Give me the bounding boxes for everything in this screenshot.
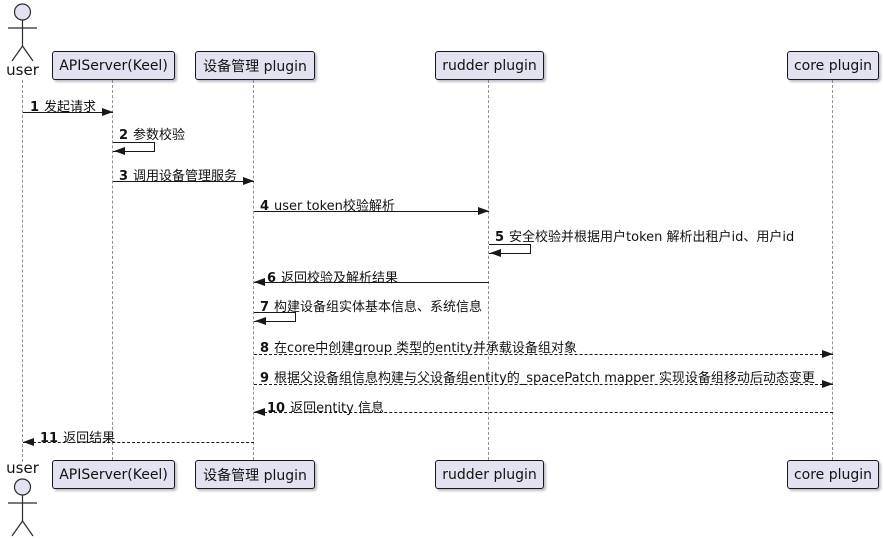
message-11-line	[23, 442, 254, 443]
message-3-text: 调用设备管理服务	[133, 169, 238, 184]
actor-user-label-bottom: user	[6, 459, 39, 477]
lifeline-user	[22, 80, 23, 462]
message-4-line	[254, 211, 489, 212]
message-7-arrowhead-icon	[255, 317, 266, 325]
message-9-arrowhead-icon	[822, 380, 833, 388]
message-8-text: 在core中创建group 类型的entity并承载设备组对象	[274, 341, 577, 356]
message-7-label: 7 构建设备组实体基本信息、系统信息	[260, 296, 482, 315]
message-5-arrowhead-icon	[490, 249, 501, 257]
participant-device-mgmt-top: 设备管理 plugin	[195, 51, 315, 80]
message-5-self-loop	[489, 244, 531, 254]
lifeline-device-mgmt-plugin	[253, 80, 254, 460]
message-4-number: 4	[260, 199, 270, 214]
message-5-text: 安全校验并根据用户token 解析出租户id、用户id	[509, 230, 795, 245]
message-8-label: 8 在core中创建group 类型的entity并承载设备组对象	[260, 337, 577, 356]
message-2-label: 2 参数校验	[119, 124, 185, 143]
message-1-arrowhead-icon	[102, 108, 113, 116]
message-6-label: 6 返回校验及解析结果	[267, 267, 398, 286]
message-4-label: 4 user token校验解析	[260, 195, 395, 214]
message-2-text: 参数校验	[133, 128, 186, 143]
message-6-arrowhead-icon	[254, 278, 265, 286]
message-9-line	[254, 384, 833, 385]
participant-rudder-top: rudder plugin	[435, 51, 544, 80]
message-3-line	[113, 181, 254, 182]
participant-apiserver-top: APIServer(Keel)	[52, 51, 175, 80]
participant-device-mgmt-bottom: 设备管理 plugin	[195, 460, 315, 489]
message-4-text: user token校验解析	[274, 199, 395, 214]
message-1-label: 1 发起请求	[30, 96, 96, 115]
message-7-self-loop	[254, 312, 296, 322]
message-8-number: 8	[260, 341, 270, 356]
message-3-label: 3 调用设备管理服务	[119, 165, 237, 184]
actor-user-figure-top	[8, 3, 37, 62]
message-6-number: 6	[267, 271, 277, 286]
message-10-number: 10	[267, 401, 286, 416]
participant-core-bottom: core plugin	[787, 460, 879, 489]
message-10-label: 10 返回entity 信息	[267, 397, 384, 416]
message-9-number: 9	[260, 371, 270, 386]
message-8-arrowhead-icon	[822, 350, 833, 358]
message-9-label: 9 根据父设备组信息构建与父设备组entity的_spacePatch mappe…	[260, 367, 815, 386]
message-11-label: 11 返回结果	[40, 427, 115, 446]
message-11-arrowhead-icon	[23, 438, 34, 446]
message-1-line	[23, 112, 113, 113]
actor-user-figure-bottom	[8, 478, 37, 537]
message-6-line	[254, 282, 489, 283]
message-8-line	[254, 354, 833, 355]
message-1-number: 1	[30, 100, 40, 115]
message-11-number: 11	[40, 431, 59, 446]
lifeline-rudder-plugin	[488, 80, 489, 460]
message-2-arrowhead-icon	[114, 147, 125, 155]
message-2-number: 2	[119, 128, 129, 143]
message-11-text: 返回结果	[63, 431, 116, 446]
message-4-arrowhead-icon	[478, 207, 489, 215]
message-7-number: 7	[260, 300, 270, 315]
message-10-text: 返回entity 信息	[290, 401, 384, 416]
message-3-arrowhead-icon	[243, 177, 254, 185]
lifeline-core-plugin	[832, 80, 833, 460]
message-9-text: 根据父设备组信息构建与父设备组entity的_spacePatch mapper…	[274, 371, 815, 386]
participant-apiserver-bottom: APIServer(Keel)	[52, 460, 175, 489]
actor-user-label-top: user	[6, 61, 39, 79]
message-2-self-loop	[113, 142, 155, 152]
message-3-number: 3	[119, 169, 129, 184]
message-7-text: 构建设备组实体基本信息、系统信息	[274, 300, 483, 315]
message-10-arrowhead-icon	[254, 408, 265, 416]
participant-core-top: core plugin	[787, 51, 879, 80]
message-1-text: 发起请求	[44, 100, 97, 115]
lifeline-apiserver	[112, 80, 113, 460]
message-5-label: 5 安全校验并根据用户token 解析出租户id、用户id	[495, 226, 794, 245]
message-10-line	[254, 412, 833, 413]
message-6-text: 返回校验及解析结果	[281, 271, 399, 286]
message-5-number: 5	[495, 230, 505, 245]
participant-rudder-bottom: rudder plugin	[435, 460, 544, 489]
